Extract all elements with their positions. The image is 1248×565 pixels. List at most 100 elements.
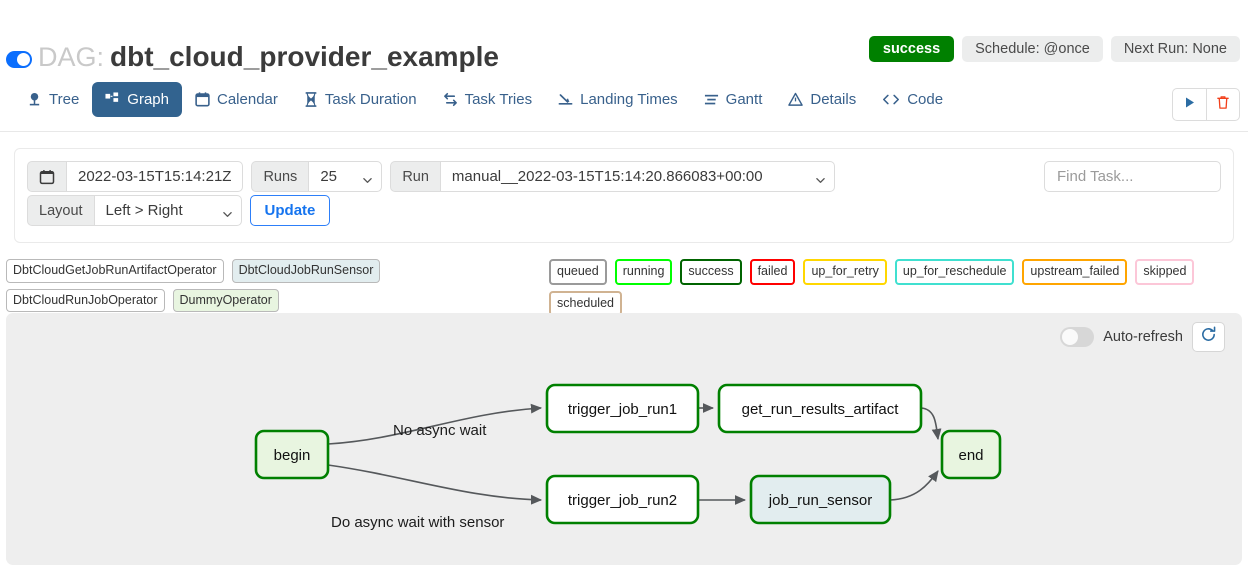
graph-edges: [327, 403, 942, 505]
graph-nodes: begin trigger_job_run1 get_run_results_a…: [254, 383, 1002, 525]
header-badges: success Schedule: @once Next Run: None: [868, 36, 1240, 62]
runs-select[interactable]: 25: [308, 161, 383, 192]
chevron-down-icon: [816, 172, 825, 183]
play-icon: [1184, 96, 1196, 114]
tab-label: Details: [810, 91, 857, 108]
edge-label: Do async wait with sensor: [331, 514, 504, 531]
legend-state-skipped[interactable]: skipped: [1135, 259, 1195, 285]
tab-graph[interactable]: Graph: [92, 82, 182, 117]
calendar-icon: [195, 92, 210, 107]
auto-refresh-control: Auto-refresh: [1060, 322, 1225, 352]
dag-pause-toggle[interactable]: [6, 51, 32, 68]
graph-node-trigger-job-run2[interactable]: trigger_job_run2: [545, 474, 700, 525]
tab-label: Calendar: [217, 91, 278, 108]
dag-action-buttons: [1172, 88, 1240, 121]
edge-label: No async wait: [393, 422, 487, 439]
legend-state-success[interactable]: success: [680, 259, 742, 285]
node-label: trigger_job_run2: [568, 492, 677, 509]
code-icon: [882, 92, 900, 107]
tab-code[interactable]: Code: [869, 82, 956, 117]
tab-label: Landing Times: [580, 91, 678, 108]
edge-begin-to-trigger1: [327, 403, 543, 445]
graph-node-trigger-job-run1[interactable]: trigger_job_run1: [545, 383, 700, 434]
refresh-button[interactable]: [1192, 322, 1225, 352]
run-select[interactable]: manual__2022-03-15T15:14:20.866083+00:00: [439, 161, 835, 192]
legend-state-queued[interactable]: queued: [549, 259, 607, 285]
node-label: job_run_sensor: [768, 492, 872, 509]
legend-operator-chip[interactable]: DummyOperator: [172, 288, 279, 312]
tab-label: Tree: [49, 91, 80, 108]
update-button[interactable]: Update: [249, 195, 331, 226]
legend-operator-chip[interactable]: DbtCloudJobRunSensor: [231, 259, 381, 283]
state-legend: queued running success failed up_for_ret…: [549, 259, 1244, 354]
auto-refresh-toggle[interactable]: [1060, 327, 1095, 347]
trigger-dag-button[interactable]: [1172, 88, 1206, 121]
layout-label: Layout: [27, 195, 94, 226]
chevron-down-icon: [363, 172, 373, 183]
dag-graph-panel: Auto-refresh: [6, 313, 1242, 565]
tab-label: Task Duration: [324, 91, 417, 108]
legend-state-running[interactable]: running: [614, 259, 673, 285]
runs-value: 25: [320, 168, 337, 185]
dag-graph-canvas[interactable]: begin trigger_job_run1 get_run_results_a…: [6, 313, 1242, 565]
legend-state-upstream-failed[interactable]: upstream_failed: [1022, 259, 1128, 285]
graph-edge-labels: No async wait Do async wait with sensor: [331, 422, 504, 531]
node-label: end: [958, 447, 983, 464]
tab-gantt[interactable]: Gantt: [691, 82, 776, 117]
find-task-input[interactable]: Find Task...: [1044, 161, 1221, 192]
legend-state-up-for-reschedule[interactable]: up_for_reschedule: [894, 259, 1015, 285]
view-tabbar: Tree Graph Calendar Task Duration: [0, 82, 1248, 132]
node-label: trigger_job_run1: [568, 401, 677, 418]
tab-calendar[interactable]: Calendar: [182, 82, 291, 117]
graph-node-begin[interactable]: begin: [254, 429, 330, 480]
graph-node-end[interactable]: end: [940, 429, 1002, 480]
graph-node-job-run-sensor[interactable]: job_run_sensor: [749, 474, 892, 525]
tab-label: Task Tries: [464, 91, 533, 108]
legend-operator-chip[interactable]: DbtCloudGetJobRunArtifactOperator: [6, 259, 224, 283]
legend-operator-chip[interactable]: DbtCloudRunJobOperator: [6, 288, 165, 312]
layout-group: Layout Left > Right: [27, 195, 242, 226]
next-run-badge: Next Run: None: [1110, 36, 1240, 62]
tree-icon: [27, 92, 42, 107]
tab-tree[interactable]: Tree: [14, 82, 92, 117]
chevron-down-icon: [222, 206, 232, 217]
hourglass-icon: [304, 92, 318, 107]
base-date-input[interactable]: 2022-03-15T15:14:21Z: [66, 161, 244, 192]
schedule-badge: Schedule: @once: [962, 36, 1103, 62]
layout-select[interactable]: Left > Right: [93, 195, 242, 226]
auto-refresh-label: Auto-refresh: [1103, 329, 1183, 345]
run-label: Run: [390, 161, 440, 192]
edge-artifact-to-end: [920, 407, 942, 441]
status-badge: success: [868, 36, 955, 62]
layout-value: Left > Right: [105, 202, 183, 219]
legend-state-failed[interactable]: failed: [749, 259, 796, 285]
calendar-icon[interactable]: [27, 161, 66, 192]
run-group: Run manual__2022-03-15T15:14:20.866083+0…: [390, 161, 835, 192]
node-label: get_run_results_artifact: [742, 401, 900, 418]
runs-label: Runs: [251, 161, 309, 192]
refresh-icon: [1200, 326, 1217, 348]
operator-legend: DbtCloudGetJobRunArtifactOperator DbtClo…: [6, 259, 546, 312]
retry-icon: [443, 92, 458, 107]
landing-icon: [558, 92, 573, 107]
legend-state-up-for-retry[interactable]: up_for_retry: [803, 259, 887, 285]
triangle-icon: [788, 92, 804, 107]
tab-details[interactable]: Details: [775, 82, 869, 117]
tab-label: Gantt: [725, 91, 763, 108]
tab-label: Graph: [127, 91, 169, 108]
graph-icon: [105, 92, 120, 107]
delete-dag-button[interactable]: [1206, 88, 1240, 121]
dag-prefix-label: DAG:: [38, 42, 105, 72]
tab-label: Code: [907, 91, 944, 108]
runs-group: Runs 25: [251, 161, 383, 192]
tab-landing-times[interactable]: Landing Times: [545, 82, 691, 117]
tab-task-duration[interactable]: Task Duration: [291, 82, 430, 117]
page-header: DAG: dbt_cloud_provider_example success …: [0, 16, 1248, 72]
base-date-group: 2022-03-15T15:14:21Z: [27, 161, 244, 192]
graph-node-get-run-results-artifact[interactable]: get_run_results_artifact: [717, 383, 923, 434]
tab-task-tries[interactable]: Task Tries: [430, 82, 546, 117]
edge-begin-to-trigger2: [327, 464, 543, 505]
trash-icon: [1216, 95, 1230, 115]
page-title: dbt_cloud_provider_example: [110, 41, 500, 72]
